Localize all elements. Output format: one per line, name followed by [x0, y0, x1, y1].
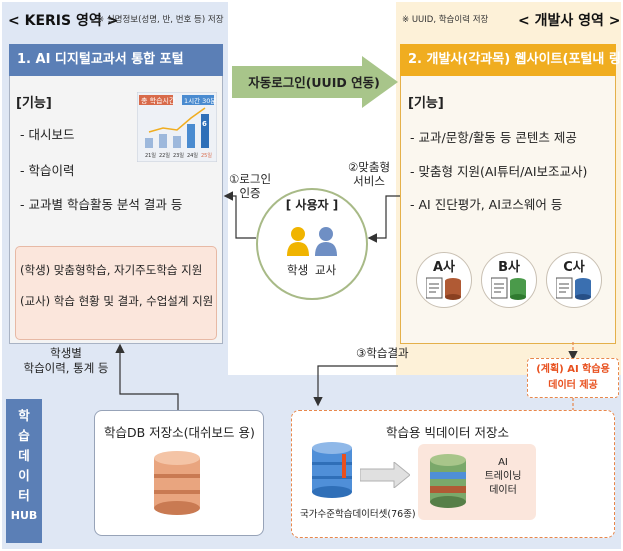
- hub-flow-label: 학생별 학습이력, 통계 등: [18, 346, 114, 376]
- developer-feature-item: - AI 진단평가, AI코스웨어 등: [410, 197, 563, 212]
- thumbnail-tick-label: 24일: [187, 152, 198, 159]
- developer-note: ※ UUID, 학습이력 저장: [402, 15, 489, 25]
- portal-feature-heading: [기능]: [16, 96, 52, 111]
- flow-custom-line2: 서비스: [353, 174, 385, 188]
- thumbnail-bar: [187, 124, 195, 148]
- dashboard-thumbnail: 총 학습시간 1시간 30분 6 21일 22일 23일 24일 25일: [136, 91, 218, 163]
- developer-feature-item: - 교과/문항/활동 등 콘텐츠 제공: [410, 130, 577, 145]
- keris-region-title: < KERIS 영역 >: [8, 13, 119, 29]
- hub-flow-line1: 학생별: [50, 346, 82, 360]
- hub-title-char: 이: [18, 468, 30, 483]
- developer-panel-title: 2. 개발사(각과목) 웹사이트(포털내 링크): [400, 44, 623, 76]
- flow-result-label: ③학습결과: [356, 346, 409, 360]
- thumbnail-tick-label: 25일: [201, 152, 212, 159]
- flow-login-line2: 인증: [239, 186, 261, 200]
- thumbnail-tick-label: 21일: [145, 152, 156, 159]
- thumbnail-badge: 1시간 30분: [184, 96, 216, 105]
- ai-database-icon: [428, 452, 468, 514]
- document-database-icon: [555, 276, 594, 306]
- portal-feature-item: - 학습이력: [20, 163, 75, 178]
- database-icon: [152, 450, 202, 520]
- developer-region-title: < 개발사 영역 >: [518, 13, 621, 29]
- ai-training-line1: AI: [498, 457, 508, 468]
- sso-arrow: [232, 56, 400, 112]
- hub-title-char: HUB: [10, 509, 38, 522]
- hub-title: 학 습 데 이 터 HUB: [6, 399, 42, 543]
- thumbnail-bar: [173, 136, 181, 148]
- keris-note: ※ 실명정보(성명, 반, 번호 등) 저장: [97, 15, 224, 25]
- flow-login-label: ①로그인 인증: [229, 172, 271, 200]
- company-c: [546, 252, 602, 308]
- portal-feature-item: - 교과별 학습활동 분석 결과 등: [20, 197, 183, 212]
- bigdata-title: 학습용 빅데이터 저장소: [386, 425, 509, 440]
- user-circle: [256, 188, 368, 300]
- document-database-icon: [490, 276, 529, 306]
- company-c-label: C사: [563, 260, 585, 275]
- company-a: [416, 252, 472, 308]
- developer-feature-item: - 맞춤형 지원(AI튜터/AI보조교사): [410, 164, 588, 179]
- thumbnail-bar: [201, 114, 209, 148]
- thumbnail-tick-label: 23일: [173, 152, 184, 159]
- sso-label: 자동로그인(UUID 연동): [248, 75, 380, 90]
- thumbnail-value-label: 6: [202, 120, 207, 128]
- portal-feature-item: - 대시보드: [20, 127, 75, 142]
- teacher-icon: [314, 226, 338, 260]
- learning-db-title: 학습DB 저장소(대쉬보드 용): [104, 425, 255, 440]
- company-b: [481, 252, 537, 308]
- student-icon: [286, 226, 310, 260]
- flow-custom-line1: ②맞춤형: [348, 160, 391, 174]
- student-label: 학생: [287, 263, 309, 277]
- hub-title-char: 학: [18, 408, 30, 423]
- support-box: [15, 246, 217, 340]
- company-a-label: A사: [432, 260, 456, 275]
- national-dataset-label: 국가수준학습데이터셋(76종): [300, 509, 416, 520]
- ai-training-line3: 데이터: [489, 485, 517, 496]
- thumbnail-tick-label: 22일: [159, 152, 170, 159]
- hub-flow-line2: 학습이력, 통계 등: [23, 361, 109, 375]
- document-database-icon: [425, 276, 464, 306]
- portal-title: 1. AI 디지털교과서 통합 포털: [9, 44, 223, 76]
- plan-box: (계획) AI 학습용 데이터 제공: [527, 358, 619, 398]
- thumbnail-bar: [145, 138, 153, 148]
- support-student: (학생) 맞춤형학습, 자기주도학습 지원: [20, 263, 203, 277]
- national-dataset-icon: [310, 440, 354, 504]
- company-b-label: B사: [498, 260, 520, 275]
- hub-title-char: 터: [18, 488, 30, 503]
- plan-line2: 데이터 제공: [548, 380, 598, 391]
- user-title: [ 사용자 ]: [285, 198, 339, 212]
- transfer-arrow-icon: [359, 460, 411, 492]
- thumbnail-title: 총 학습시간: [141, 96, 176, 105]
- developer-feature-heading: [기능]: [408, 96, 444, 111]
- flow-custom-label: ②맞춤형 서비스: [348, 160, 390, 188]
- hub-title-char: 데: [18, 448, 30, 463]
- thumbnail-line: [148, 107, 206, 133]
- ai-training-label: AI 트레이닝 데이터: [478, 456, 528, 498]
- support-teacher: (교사) 학습 현황 및 결과, 수업설계 지원: [20, 294, 214, 308]
- ai-training-line2: 트레이닝: [484, 471, 522, 482]
- plan-line1: (계획) AI 학습용: [536, 364, 610, 375]
- thumbnail-bar: [159, 134, 167, 148]
- teacher-label: 교사: [315, 263, 337, 277]
- hub-title-char: 습: [18, 428, 30, 443]
- flow-login-line1: ①로그인: [229, 172, 272, 186]
